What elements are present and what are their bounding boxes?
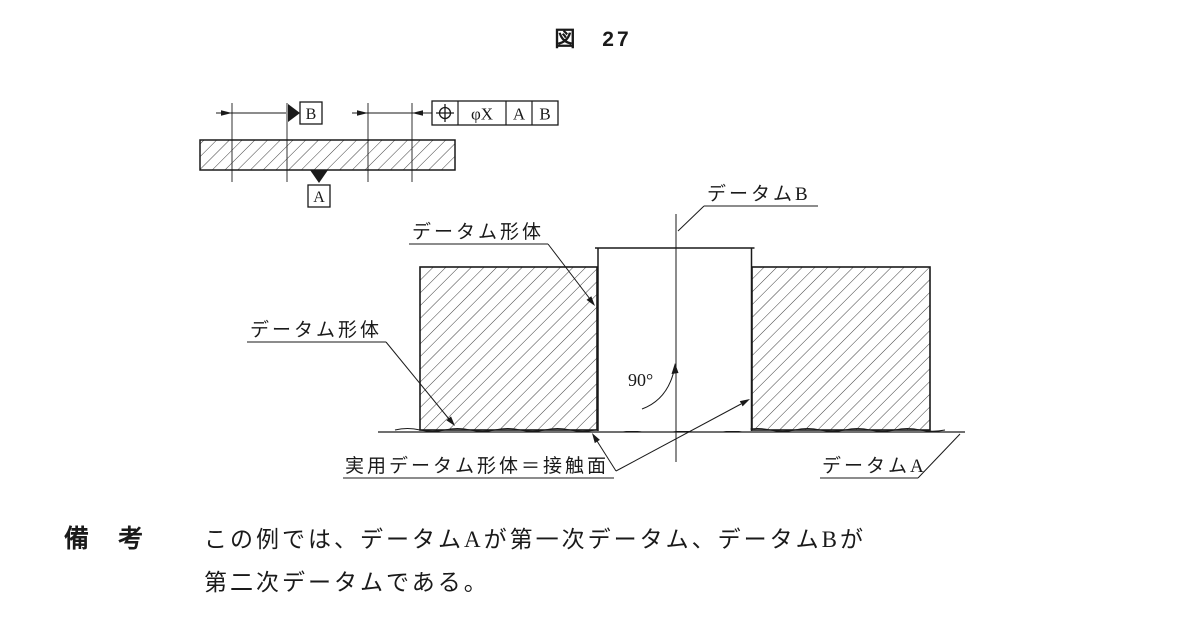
workpiece-left-section: [419, 266, 598, 431]
figure-title: 図 27: [554, 28, 631, 51]
leader-line: [547, 243, 591, 300]
leader-arrowhead: [586, 296, 595, 306]
datum-box-b-letter: B: [306, 106, 317, 123]
main-view: 90°: [378, 214, 965, 462]
angle-arc-arrowhead: [671, 363, 679, 374]
dimension-line-right: [352, 110, 432, 116]
plate-section-bar: [199, 139, 456, 171]
datum-box-a-letter: A: [313, 189, 325, 206]
feature-control-frame: φX A B: [431, 100, 559, 126]
datum-triangle-a-icon: [310, 170, 328, 183]
position-tolerance-icon: [436, 104, 454, 122]
leader-line: [385, 341, 450, 420]
dimension-arrowhead: [357, 110, 368, 116]
angle-value: 90°: [628, 370, 653, 390]
leader-arrowhead: [739, 399, 750, 407]
note-heading: 備 考: [64, 525, 145, 553]
dimension-line-left: [216, 110, 286, 116]
leader-line: [615, 403, 742, 472]
leader-line: [677, 205, 705, 232]
datum-b-label: データムB: [707, 183, 811, 205]
datum-triangle-b-icon: [288, 104, 300, 122]
note-line-2: 第二次データムである。: [204, 570, 490, 595]
gauge-block: [595, 247, 755, 431]
fcf-primary-datum: A: [513, 105, 526, 124]
leader-line: [917, 433, 961, 479]
note-line-1: この例では、データムAが第一次データム、データムBが: [204, 527, 866, 552]
datum-a-label: データムA: [822, 455, 927, 477]
datum-box-a: [307, 184, 331, 208]
datum-box-b: [299, 101, 323, 125]
dimension-arrowhead: [221, 110, 232, 116]
datum-feature-top-label: データム形体: [412, 221, 544, 243]
fcf-tolerance-value: φX: [471, 105, 493, 124]
leader-line: [596, 440, 617, 472]
datum-feature-left-label: データム形体: [250, 319, 382, 341]
fcf-secondary-datum: B: [539, 105, 550, 124]
practical-datum-feature-label: 実用データム形体＝接触面: [345, 455, 609, 477]
workpiece-right-section: [751, 266, 931, 431]
small-view: B φX A B A: [199, 100, 559, 208]
remark-note: 備 考 この例では、データムAが第一次データム、データムBが 第二次データムであ…: [64, 525, 866, 595]
leader-arrowhead: [592, 433, 600, 444]
leader-arrowhead: [446, 416, 455, 426]
annotations: データムB データム形体 データム形体 実用データム形体＝接触面 データムA: [247, 183, 961, 479]
